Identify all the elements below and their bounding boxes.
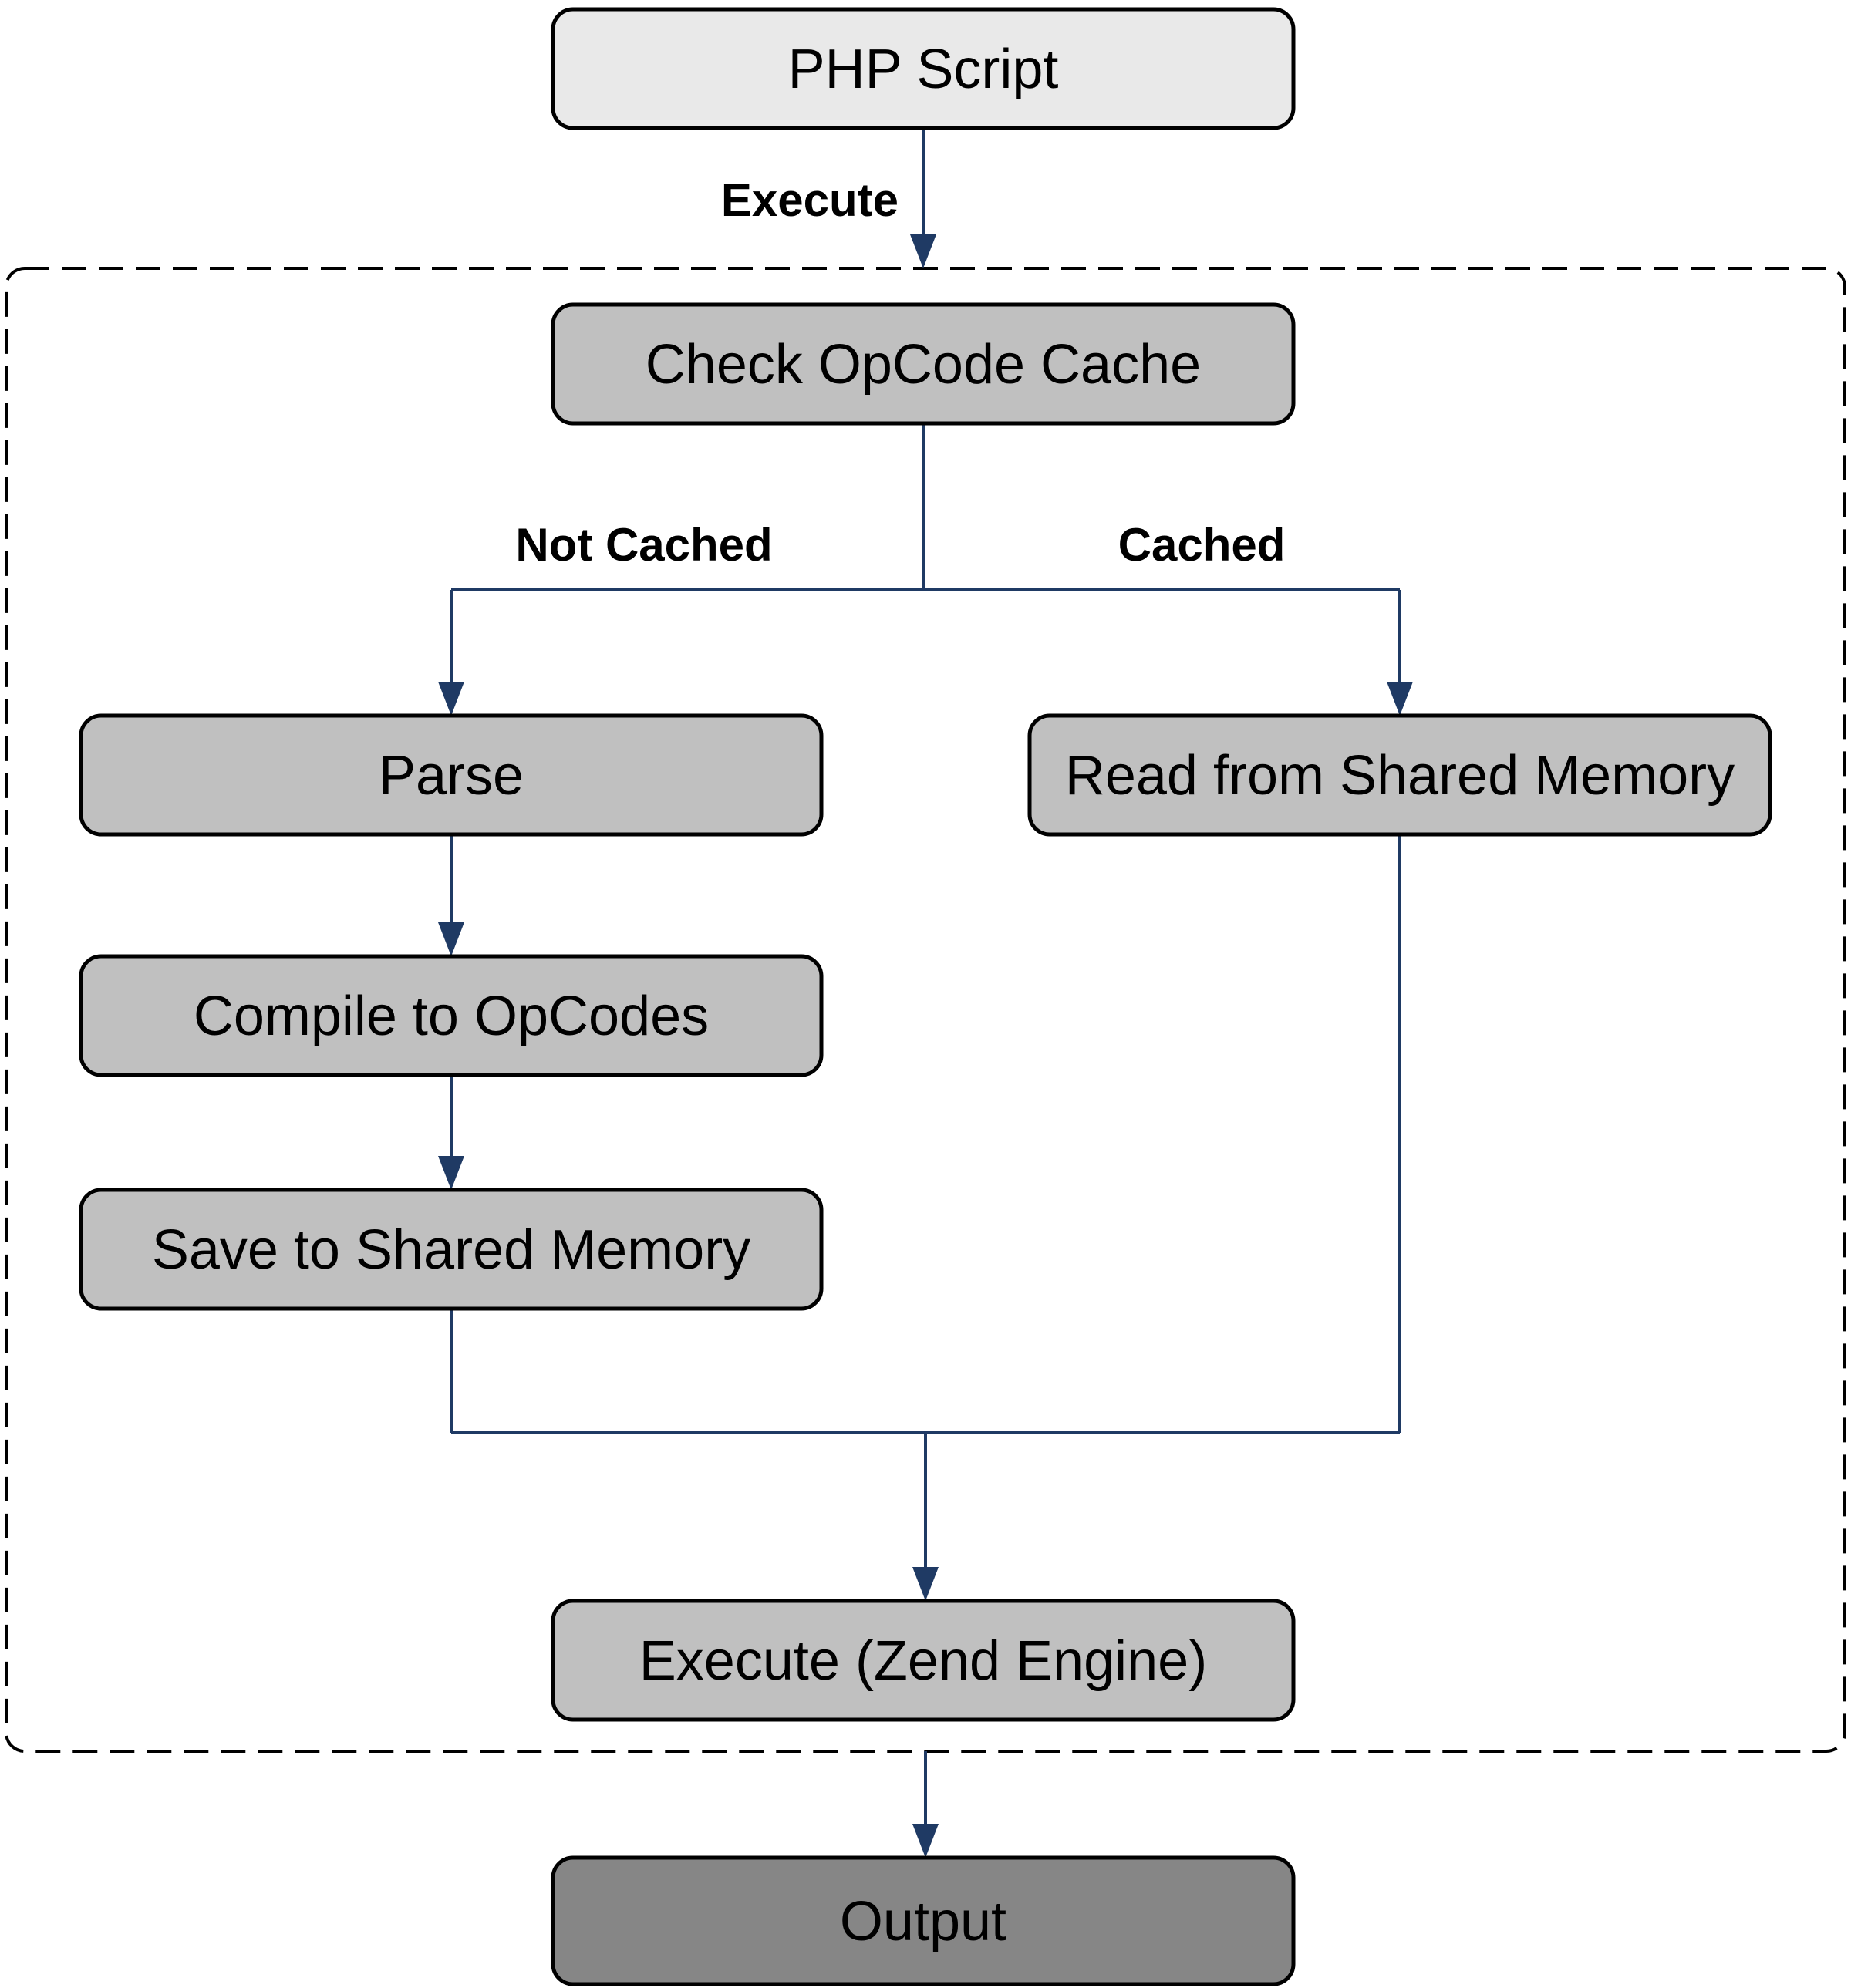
- node-execute-zend-engine-box: [551, 1599, 1296, 1722]
- node-execute-zend-engine-label: Execute (Zend Engine): [639, 1630, 1207, 1692]
- arrowhead-into-boundary: [910, 234, 936, 268]
- node-parse-box: [79, 713, 824, 837]
- node-compile-to-opcodes-label: Compile to OpCodes: [194, 986, 709, 1047]
- arrowhead-into-save: [438, 1156, 464, 1190]
- node-read-from-shared-memory-label: Read from Shared Memory: [1065, 745, 1735, 807]
- node-save-to-shared-memory-label: Save to Shared Memory: [152, 1219, 750, 1281]
- node-read-from-shared-memory: Read from Shared Memory: [1027, 713, 1772, 837]
- connector-lines: [450, 128, 1401, 1825]
- node-php-script: PHP Script: [551, 7, 1296, 130]
- arrowhead-into-read: [1387, 682, 1413, 716]
- arrowhead-into-output: [912, 1824, 939, 1858]
- node-save-to-shared-memory-box: [79, 1188, 824, 1311]
- node-output-box: [551, 1855, 1296, 1986]
- node-php-script-box: [551, 7, 1296, 130]
- node-check-opcode-cache: Check OpCode Cache: [551, 302, 1296, 426]
- node-parse-label: Parse: [379, 745, 524, 807]
- edge-label-execute: Execute: [721, 174, 899, 226]
- node-save-to-shared-memory: Save to Shared Memory: [79, 1188, 824, 1311]
- node-output-label: Output: [840, 1891, 1006, 1953]
- node-check-opcode-cache-label: Check OpCode Cache: [646, 334, 1201, 396]
- node-output: Output: [551, 1855, 1296, 1986]
- node-compile-to-opcodes: Compile to OpCodes: [79, 954, 824, 1077]
- arrowhead-into-execute: [912, 1567, 939, 1601]
- node-check-opcode-cache-box: [551, 302, 1296, 426]
- arrowheads: [438, 234, 1413, 1858]
- edge-label-cached: Cached: [1118, 519, 1286, 571]
- node-execute-zend-engine: Execute (Zend Engine): [551, 1599, 1296, 1722]
- node-parse: Parse: [79, 713, 824, 837]
- node-compile-to-opcodes-box: [79, 954, 824, 1077]
- node-read-from-shared-memory-box: [1027, 713, 1772, 837]
- edge-label-not-cached: Not Cached: [515, 519, 772, 571]
- arrowhead-into-compile: [438, 922, 464, 956]
- node-php-script-label: PHP Script: [788, 39, 1059, 100]
- arrowhead-into-parse: [438, 682, 464, 716]
